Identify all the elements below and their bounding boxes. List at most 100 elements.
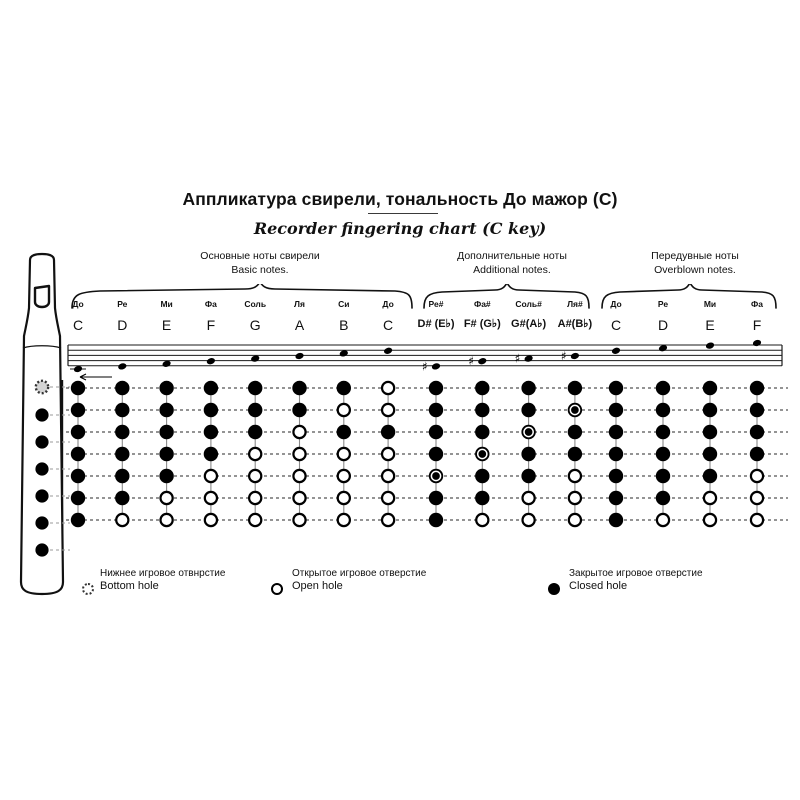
legend-closed-en: Closed hole: [569, 580, 628, 592]
note-name-en-5: A: [294, 317, 305, 333]
notehead-5: [295, 352, 304, 360]
recorder-hole-icon-3: [35, 462, 49, 476]
recorder-hole-icon-2: [35, 435, 49, 449]
hole-thumb-col-8: [428, 380, 444, 396]
page-title-ru: Аппликатура свирели, тональность До мажо…: [182, 189, 618, 209]
hole-hole1-col-12: [608, 402, 624, 418]
group-caption-overblown-en: Overblown notes.: [654, 263, 736, 276]
hole-hole2-col-7: [380, 424, 396, 440]
hole-hole3-col-5: [292, 446, 307, 462]
hole-hole5-col-8: [428, 490, 444, 506]
hole-hole4-col-1: [115, 468, 130, 484]
hole-hole4-col-7: [380, 468, 396, 484]
hole-thumb-col-9: [475, 380, 490, 396]
hole-hole1-col-15: [749, 402, 765, 418]
hole-hole2-col-4: [248, 424, 263, 440]
note-name-en-6: B: [339, 317, 349, 333]
hole-hole5-col-2: [159, 490, 174, 506]
sharp-icon-11: ♯: [561, 349, 567, 363]
note-name-en-0: C: [72, 317, 84, 333]
notehead-8: [431, 363, 441, 370]
hole-hole6-col-14: [702, 512, 718, 528]
note-name-en-4: G: [249, 317, 261, 333]
hole-hole6-col-2: [159, 512, 174, 528]
hole-hole3-col-14: [702, 446, 718, 462]
note-name-en-1: D: [117, 317, 128, 333]
note-name-en-11: A#(B♭): [557, 318, 593, 330]
recorder-illustration: [19, 252, 70, 596]
hole-hole6-col-11: [567, 512, 583, 528]
hole-hole4-col-15: [749, 468, 765, 484]
hole-hole2-col-8: [428, 424, 444, 440]
note-name-en-7: C: [383, 317, 394, 333]
note-name-ru-0: До: [72, 299, 84, 309]
hole-hole6-col-1: [115, 512, 130, 528]
note-name-ru-11: Ля#: [567, 299, 583, 309]
hole-hole1-col-2: [159, 402, 174, 418]
hole-thumb-col-1: [115, 380, 130, 396]
note-name-ru-3: Фа: [204, 299, 217, 309]
hole-hole6-col-10: [521, 512, 536, 528]
hole-hole1-col-4: [248, 402, 263, 418]
hole-hole2-col-3: [203, 424, 219, 440]
fingering-grid: [36, 380, 788, 532]
hole-hole6-col-8: [428, 512, 444, 528]
legend-closed-ru: Закрытое игровое отверстие: [569, 568, 703, 579]
hole-thumb-col-10: [521, 380, 536, 396]
hole-hole4-col-8: [428, 468, 444, 484]
notehead-9: [478, 358, 487, 365]
hole-hole6-col-3: [203, 512, 219, 528]
hole-hole5-col-14: [702, 490, 718, 506]
hole-hole3-col-4: [247, 446, 263, 462]
legend-bottom-en: Bottom hole: [100, 580, 159, 592]
hole-thumb-col-11: [567, 380, 583, 396]
hole-hole1-col-13: [655, 402, 671, 418]
hole-hole3-col-13: [655, 446, 671, 462]
hole-hole2-col-14: [702, 424, 718, 440]
hole-hole2-col-1: [115, 424, 130, 440]
hole-hole4-col-9: [475, 468, 490, 484]
hole-hole5-col-7: [380, 490, 396, 506]
legend-item-open: Открытое игровое отверстие Open hole: [292, 567, 426, 593]
hole-hole5-col-3: [203, 490, 219, 506]
hole-hole3-col-9: [475, 446, 490, 462]
hole-hole3-col-11: [567, 446, 583, 462]
group-caption-additional-en: Additional notes.: [473, 263, 551, 276]
open-hole-icon: [271, 583, 283, 595]
bottom-hole-icon: [82, 583, 94, 595]
note-name-en-12: C: [610, 317, 622, 333]
hole-thumb-col-12: [608, 380, 624, 396]
note-name-ru-14: Ми: [703, 299, 717, 309]
title-underline: [368, 213, 438, 214]
hole-hole5-col-0: [70, 490, 86, 506]
sharp-icon-9: ♯: [468, 354, 474, 368]
notehead-15: [752, 339, 762, 347]
notehead-13: [658, 345, 668, 352]
hole-hole4-col-5: [292, 468, 307, 484]
hole-hole2-col-9: [475, 424, 490, 440]
notehead-2: [162, 360, 171, 367]
hole-hole4-col-11: [567, 468, 583, 484]
notehead-10: [524, 355, 533, 362]
hole-hole4-col-12: [608, 468, 624, 484]
legend-item-bottom: Нижнее игровое отвнрстие Bottom hole: [100, 567, 225, 593]
hole-hole6-col-9: [475, 512, 490, 528]
notehead-1: [118, 363, 127, 370]
hole-hole5-col-1: [115, 490, 130, 506]
hole-hole5-col-6: [336, 490, 351, 506]
hole-hole1-col-0: [70, 402, 86, 418]
hole-hole5-col-13: [655, 490, 671, 506]
note-name-en-14: E: [705, 317, 715, 333]
notehead-3: [206, 358, 216, 365]
group-caption-basic-en: Basic notes.: [231, 263, 289, 276]
recorder-joint-line: [22, 345, 62, 349]
group-caption-additional: Дополнительные ноты Additional notes.: [422, 250, 602, 277]
hole-hole2-col-10: [521, 424, 536, 440]
note-name-en-8: D# (E♭): [417, 318, 455, 330]
hole-hole5-col-11: [567, 490, 583, 506]
hole-hole2-col-6: [336, 424, 351, 440]
hole-hole3-col-8: [428, 446, 444, 462]
hole-hole3-col-15: [749, 446, 765, 462]
hole-hole6-col-0: [70, 512, 86, 528]
